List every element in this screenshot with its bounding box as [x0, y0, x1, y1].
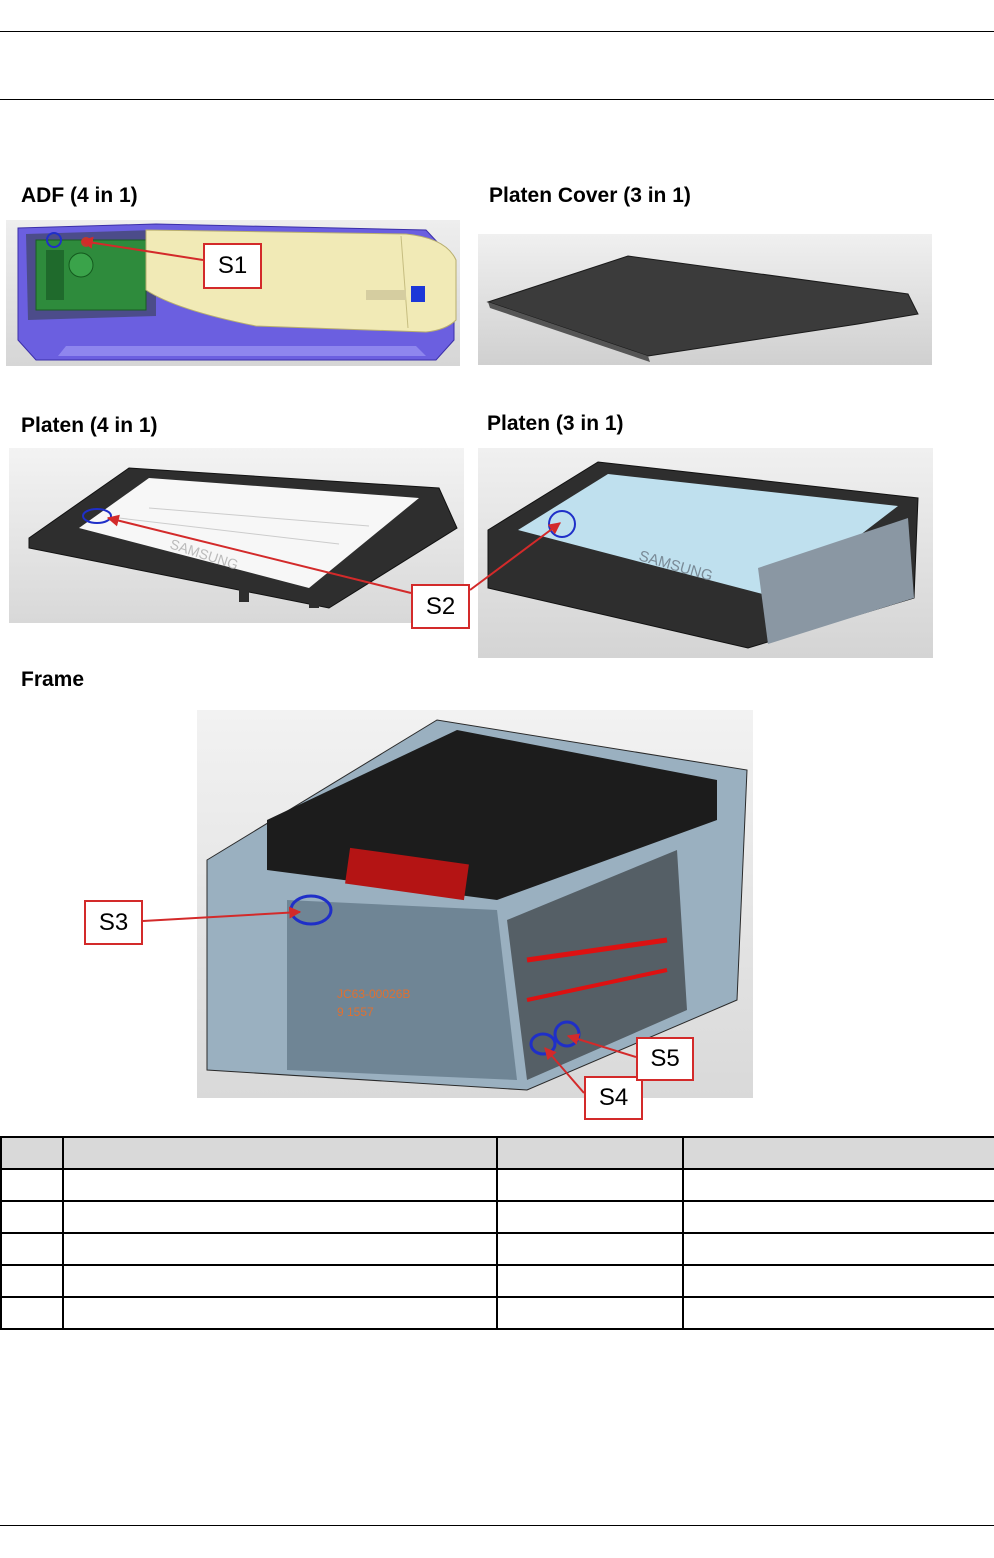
- frame-part-code-2: 9 1557: [337, 1005, 374, 1019]
- top-rule: [0, 31, 994, 32]
- callout-s5: S5: [636, 1037, 694, 1081]
- table-row: [0, 1168, 994, 1202]
- table-cell: [0, 1296, 64, 1330]
- platen-3in1-image: SAMSUNG: [478, 448, 933, 658]
- heading-platen-4in1: Platen (4 in 1): [21, 414, 158, 437]
- callout-s3: S3: [84, 900, 143, 945]
- frame-part-code: JC63-00026B: [337, 987, 410, 1001]
- table-cell: [496, 1296, 684, 1330]
- table-cell: [62, 1264, 498, 1298]
- table-header-cell: [0, 1136, 64, 1170]
- platen-3in1-illustration: SAMSUNG: [487, 461, 919, 649]
- table-cell: [62, 1232, 498, 1266]
- table-cell: [62, 1200, 498, 1234]
- table-cell: [682, 1296, 994, 1330]
- heading-adf: ADF (4 in 1): [21, 184, 138, 207]
- table-cell: [496, 1232, 684, 1266]
- adf-illustration: [17, 223, 457, 361]
- s1-marker-circle: [46, 232, 62, 248]
- table-row: [0, 1296, 994, 1330]
- table-cell: [682, 1168, 994, 1202]
- table-cell: [682, 1232, 994, 1266]
- heading-platen-cover: Platen Cover (3 in 1): [489, 184, 691, 207]
- s4-marker-circle: [529, 1032, 557, 1056]
- callout-s1: S1: [203, 243, 262, 289]
- table-header-cell: [496, 1136, 684, 1170]
- heading-frame: Frame: [21, 668, 85, 691]
- platen-cover-illustration: [486, 255, 919, 362]
- table-cell: [0, 1232, 64, 1266]
- parts-table: [0, 1136, 994, 1330]
- table-cell: [0, 1168, 64, 1202]
- table-cell: [496, 1168, 684, 1202]
- table-row: [0, 1200, 994, 1234]
- table-cell: [62, 1296, 498, 1330]
- table-cell: [0, 1200, 64, 1234]
- table-cell: [682, 1200, 994, 1234]
- table-row: [0, 1264, 994, 1298]
- table-header-cell: [62, 1136, 498, 1170]
- platen-cover-image: [478, 234, 932, 365]
- table-cell: [682, 1264, 994, 1298]
- table-header-row: [0, 1136, 994, 1170]
- heading-platen-3in1: Platen (3 in 1): [487, 412, 624, 435]
- callout-s4: S4: [584, 1076, 643, 1120]
- platen-4in1-illustration: SAMSUNG: [28, 467, 458, 609]
- table-row: [0, 1232, 994, 1266]
- adf-image: [6, 220, 460, 366]
- frame-illustration: JC63-00026B 9 1557: [206, 719, 748, 1091]
- frame-image: JC63-00026B 9 1557: [197, 710, 753, 1098]
- header-rule: [0, 99, 994, 100]
- callout-s2: S2: [411, 584, 470, 629]
- table-cell: [496, 1264, 684, 1298]
- platen-4in1-image: SAMSUNG: [9, 448, 464, 623]
- table-cell: [0, 1264, 64, 1298]
- table-cell: [496, 1200, 684, 1234]
- table-header-cell: [682, 1136, 994, 1170]
- footer-rule: [0, 1525, 994, 1526]
- table-cell: [62, 1168, 498, 1202]
